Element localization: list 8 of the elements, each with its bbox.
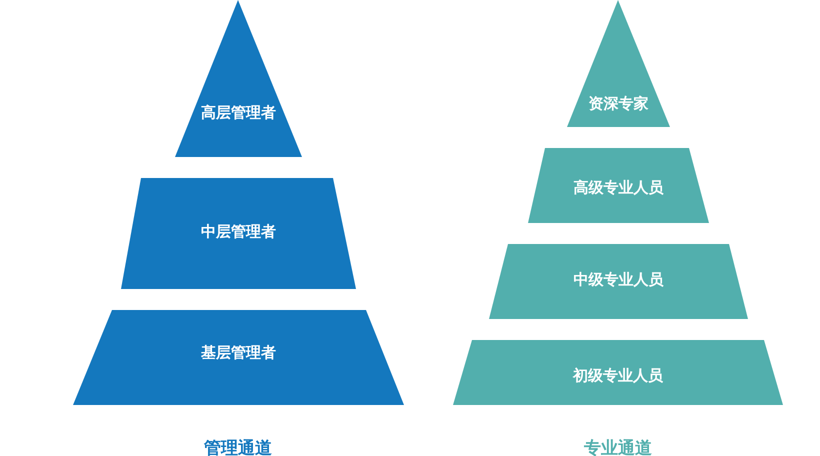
tier-label: 初级专业人员 [573,366,663,386]
tier-label: 高层管理者 [201,104,276,122]
tier-label: 基层管理者 [201,344,276,362]
tier-label: 高级专业人员 [574,178,664,198]
tier-label: 资深专家 [588,94,648,114]
tier-label: 中层管理者 [201,222,276,242]
tier-label: 中级专业人员 [574,270,664,290]
channel-title: 管理通道 [204,438,272,456]
